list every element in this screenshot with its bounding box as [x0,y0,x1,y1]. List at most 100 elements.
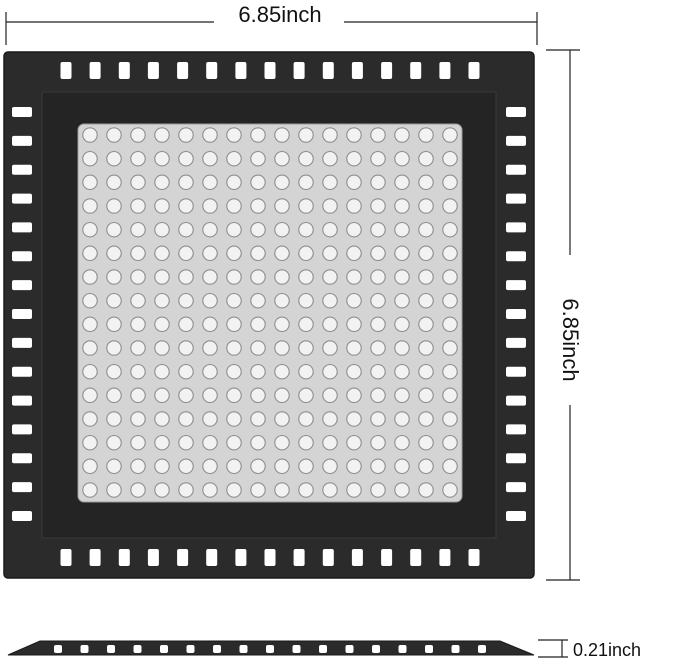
mesh-hole [346,411,362,427]
mesh-hole [394,292,410,309]
mesh-hole [250,292,266,309]
frame-slot [12,309,32,319]
mesh-hole [322,269,338,285]
mesh-hole [130,221,146,238]
mesh-hole [394,340,410,356]
mesh-hole [250,221,266,238]
mesh-hole [226,363,242,380]
mesh-hole [370,482,386,498]
frame-slot [506,366,526,377]
frame-slot [177,549,189,566]
mesh-hole [178,363,194,380]
mesh-hole [178,340,194,356]
mesh-hole [178,458,194,475]
mesh-hole [178,150,194,167]
mesh-hole [322,316,338,333]
mesh-hole [322,340,338,356]
mesh-hole [418,198,434,214]
frame-slot [12,135,32,146]
mesh-hole [82,316,98,333]
frame-slot [322,549,334,566]
frame-slot [506,337,526,348]
mesh-hole [370,316,386,333]
frame-slot [12,280,32,291]
mesh-hole [418,340,434,356]
mesh-hole [178,221,194,238]
mesh-hole [130,269,146,285]
side-slot [213,645,221,653]
mesh-hole [394,245,410,262]
mesh-hole [106,221,122,238]
mesh-hole [322,245,338,262]
mesh-hole [274,482,290,498]
mesh-hole [178,316,194,333]
frame-slot [147,62,159,79]
mesh-hole [394,363,410,380]
frame-slot [206,62,218,79]
mesh-hole [154,269,170,285]
mesh-hole [418,387,434,404]
frame-slot [293,62,305,79]
mesh-hole [226,150,242,167]
mesh-hole [418,458,434,475]
mesh-hole [442,434,458,451]
frame-slot [12,222,32,233]
mesh-hole [370,387,386,404]
mesh-hole [298,411,314,427]
mesh-hole [394,269,410,285]
mesh-hole [202,150,218,167]
frame-slot [12,453,32,464]
frame-slot [506,453,526,464]
mesh-hole [322,198,338,214]
mesh-hole [274,316,290,333]
mesh-hole [394,458,410,475]
side-slot [398,645,407,653]
mesh-hole [250,150,266,167]
mesh-hole [130,434,146,451]
frame-slot [12,107,32,117]
mesh-hole [154,316,170,333]
mesh-hole [418,482,434,498]
side-slot [186,645,195,653]
mesh-hole [154,245,170,262]
mesh-hole [274,458,290,475]
mesh-hole [418,316,434,333]
frame-slot [60,549,72,566]
mesh-hole [322,174,338,191]
mesh-hole [370,174,386,191]
mesh-hole [130,458,146,475]
mesh-hole [82,458,98,475]
mesh-hole [130,127,146,143]
mesh-hole [226,411,242,427]
mesh-hole [250,458,266,475]
side-slot [478,645,486,653]
side-slot [372,645,380,653]
height-dimension-label: 6.85inch [558,298,583,381]
mesh-hole [202,221,218,238]
mesh-hole [322,292,338,309]
mesh-hole [442,127,458,143]
mesh-hole [178,174,194,191]
mesh-hole [178,269,194,285]
mesh-hole [346,150,362,167]
mesh-hole [130,174,146,191]
mesh-hole [442,411,458,427]
frame-slot [89,549,101,566]
frame-slot [12,193,32,204]
mesh-plate [77,123,463,503]
mesh-hole [322,363,338,380]
mesh-hole [226,221,242,238]
mesh-hole [322,482,338,498]
mesh-hole [274,150,290,167]
mesh-hole [322,411,338,427]
mesh-hole [418,411,434,427]
bottom-slot-row [60,549,480,566]
frame-slot [147,549,159,566]
frame-slot [506,222,526,233]
frame-slot [322,62,334,79]
mesh-hole [370,411,386,427]
mesh-hole [298,482,314,498]
mesh-hole [202,387,218,404]
mesh-hole [274,434,290,451]
frame-slot [264,62,276,79]
